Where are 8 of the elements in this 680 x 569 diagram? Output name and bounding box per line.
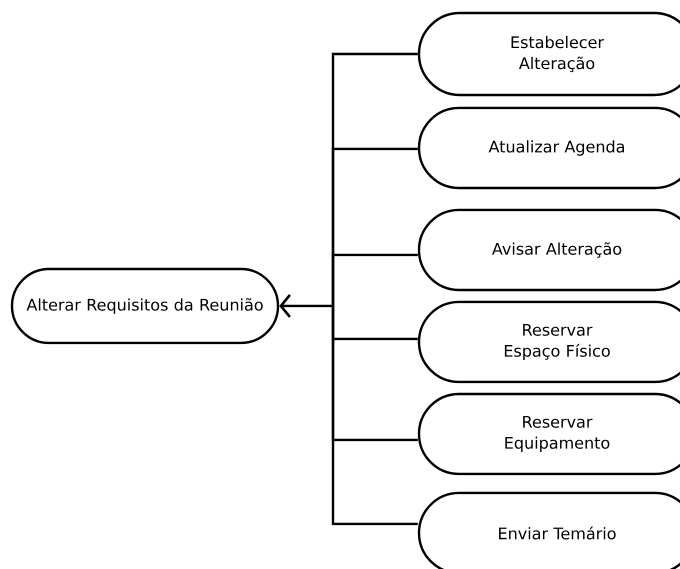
use-case-box: Estabelecer Alteração [418, 12, 680, 96]
use-case-box: Enviar Temário [418, 492, 680, 569]
use-case-box: Alterar Requisitos da Reunião [10, 268, 280, 344]
use-case-box: Atualizar Agenda [418, 106, 680, 190]
connector-arrow [279, 294, 332, 318]
use-case-box: Avisar Alteração [418, 208, 680, 292]
use-case-box: Reservar Espaço Físico [418, 300, 680, 384]
use-case-box: Reservar Equipamento [418, 392, 680, 476]
